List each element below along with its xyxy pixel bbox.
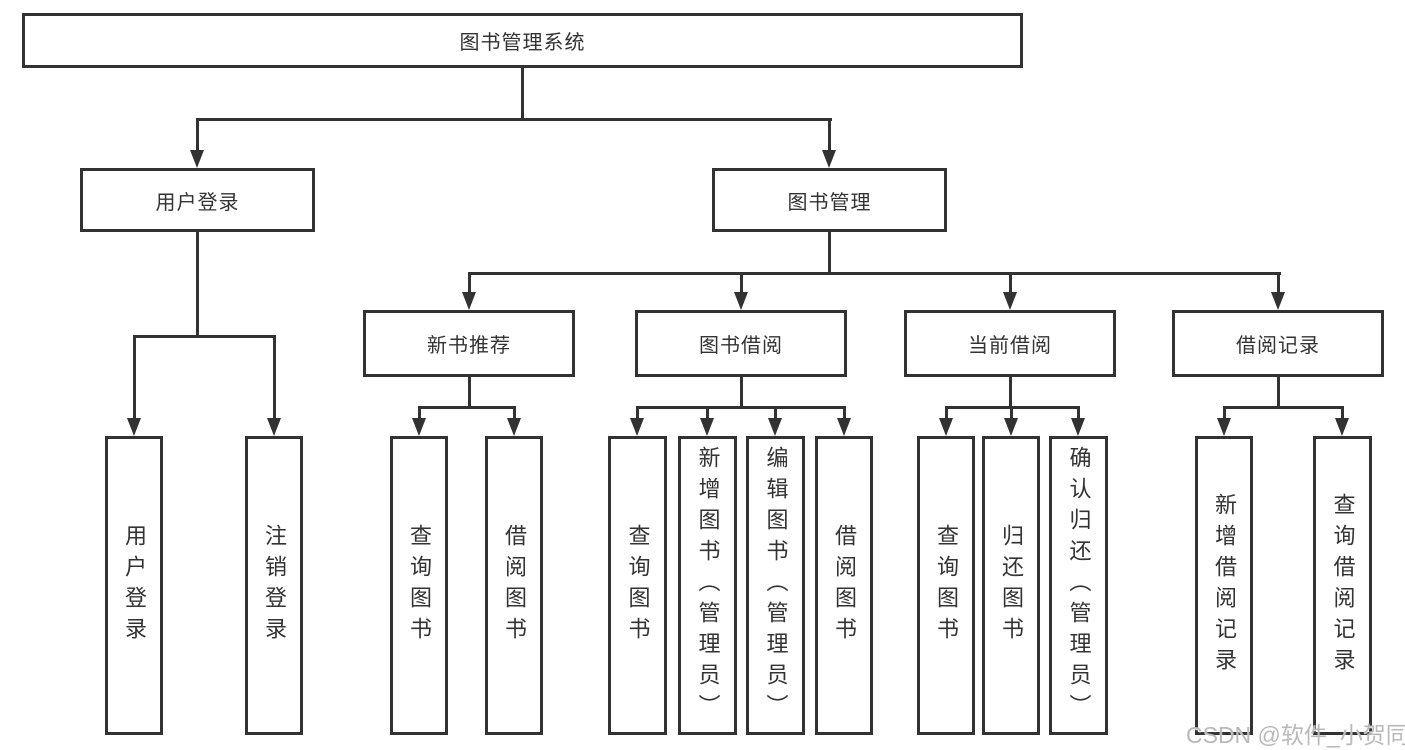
- node-borrow-record-label: 借阅记录: [1236, 335, 1320, 357]
- leaf-borrow-edit-admin: 编辑图书（管理员）: [746, 436, 805, 735]
- connector-line: [1010, 406, 1013, 419]
- node-book-management-label: 图书管理: [787, 191, 872, 214]
- leaf-borrow-query-label: 查询图书: [625, 523, 651, 648]
- arrowhead-icon: [462, 292, 476, 310]
- node-root: 图书管理系统: [22, 13, 1023, 68]
- leaf-record-add: 新增借阅记录: [1195, 436, 1253, 735]
- arrowhead-icon: [267, 418, 281, 436]
- node-new-book-recommend-label: 新书推荐: [427, 335, 511, 357]
- connector-line: [945, 406, 948, 419]
- connector-line: [1223, 406, 1344, 409]
- leaf-borrow-add-admin: 新增图书（管理员）: [678, 436, 737, 735]
- connector-line: [774, 406, 777, 419]
- connector-line: [468, 272, 1281, 275]
- leaf-current-return-label: 归还图书: [999, 523, 1024, 648]
- leaf-borrow-book-label: 借阅图书: [832, 523, 857, 648]
- node-user-login-label: 用户登录: [155, 191, 240, 214]
- leaf-borrow-edit-admin-label: 编辑图书（管理员）: [763, 446, 789, 725]
- connector-line: [468, 377, 471, 409]
- connector-line: [418, 406, 421, 419]
- arrowhead-icon: [412, 418, 426, 436]
- leaf-newbooks-borrow-label: 借阅图书: [502, 523, 527, 648]
- connector-line: [1223, 406, 1226, 419]
- arrowhead-icon: [127, 418, 141, 436]
- arrowhead-icon: [734, 292, 748, 310]
- arrowhead-icon: [822, 150, 836, 168]
- node-book-borrow-label: 图书借阅: [699, 335, 783, 357]
- leaf-newbooks-query-label: 查询图书: [407, 523, 432, 648]
- node-book-borrow: 图书借阅: [635, 310, 847, 377]
- leaf-logout: 注销登录: [245, 436, 303, 735]
- node-book-management: 图书管理: [712, 168, 947, 232]
- leaf-newbooks-query: 查询图书: [390, 436, 448, 735]
- connector-line: [513, 406, 516, 419]
- connector-line: [1009, 377, 1012, 409]
- leaf-current-query-label: 查询图书: [934, 523, 959, 648]
- arrowhead-icon: [507, 418, 521, 436]
- leaf-current-return: 归还图书: [982, 436, 1040, 735]
- connector-line: [740, 272, 743, 293]
- leaf-current-confirm-admin: 确认归还（管理员）: [1049, 436, 1108, 735]
- leaf-newbooks-borrow: 借阅图书: [485, 436, 543, 735]
- leaf-current-query: 查询图书: [917, 436, 975, 735]
- arrowhead-icon: [1004, 418, 1018, 436]
- leaf-record-add-label: 新增借阅记录: [1212, 492, 1237, 679]
- csdn-watermark: CSDN @软件_小贺同学: [1186, 722, 1405, 748]
- arrowhead-icon: [1071, 418, 1085, 436]
- connector-line: [468, 272, 471, 293]
- arrowhead-icon: [1271, 292, 1285, 310]
- leaf-borrow-book: 借阅图书: [815, 436, 873, 735]
- leaf-user-login-label: 用户登录: [122, 523, 147, 648]
- connector-line: [1277, 377, 1280, 409]
- connector-line: [133, 335, 276, 338]
- connector-line: [706, 406, 709, 419]
- arrowhead-icon: [837, 418, 851, 436]
- connector-line: [1077, 406, 1080, 419]
- arrowhead-icon: [939, 418, 953, 436]
- arrowhead-icon: [190, 150, 204, 168]
- leaf-record-query-label: 查询借阅记录: [1330, 492, 1356, 679]
- connector-line: [828, 232, 831, 275]
- connector-line: [636, 406, 639, 419]
- connector-line: [636, 406, 846, 409]
- connector-line: [521, 68, 524, 118]
- connector-line: [1341, 406, 1344, 419]
- connector-line: [196, 118, 199, 151]
- arrowhead-icon: [630, 418, 644, 436]
- node-user-login: 用户登录: [80, 168, 315, 232]
- connector-line: [273, 335, 276, 419]
- connector-line: [196, 118, 832, 121]
- leaf-borrow-query: 查询图书: [608, 436, 667, 735]
- arrowhead-icon: [1335, 418, 1349, 436]
- arrowhead-icon: [768, 418, 782, 436]
- connector-line: [828, 118, 831, 151]
- node-current-borrow-label: 当前借阅: [968, 335, 1052, 357]
- arrowhead-icon: [1003, 292, 1017, 310]
- node-borrow-record: 借阅记录: [1172, 310, 1384, 377]
- leaf-current-confirm-admin-label: 确认归还（管理员）: [1066, 446, 1092, 725]
- node-current-borrow: 当前借阅: [904, 310, 1116, 377]
- connector-line: [196, 232, 199, 338]
- node-root-label: 图书管理系统: [459, 32, 586, 54]
- leaf-logout-label: 注销登录: [262, 523, 287, 648]
- leaf-record-query: 查询借阅记录: [1313, 436, 1372, 735]
- connector-line: [133, 335, 136, 419]
- connector-line: [1277, 272, 1280, 293]
- connector-line: [1009, 272, 1012, 293]
- connector-line: [843, 406, 846, 419]
- leaf-borrow-add-admin-label: 新增图书（管理员）: [695, 446, 721, 725]
- node-new-book-recommend: 新书推荐: [363, 310, 575, 377]
- connector-line: [418, 406, 516, 409]
- arrowhead-icon: [700, 418, 714, 436]
- leaf-user-login: 用户登录: [105, 436, 163, 735]
- arrowhead-icon: [1217, 418, 1231, 436]
- connector-line: [740, 377, 743, 409]
